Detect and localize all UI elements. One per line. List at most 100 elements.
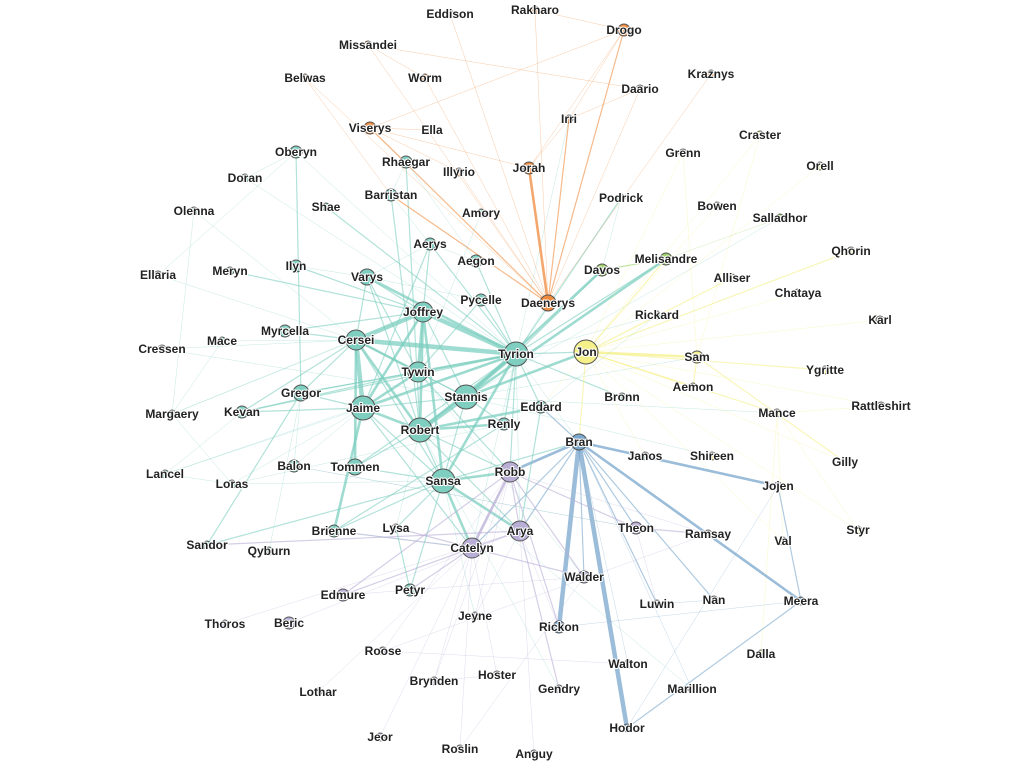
node-ellaria[interactable] bbox=[153, 270, 163, 280]
node-catelyn[interactable] bbox=[461, 537, 483, 559]
node-qhorin[interactable] bbox=[846, 246, 856, 256]
node-jon[interactable] bbox=[573, 339, 599, 365]
node-cersei[interactable] bbox=[345, 329, 367, 351]
node-belwas[interactable] bbox=[300, 73, 310, 83]
node-worm[interactable] bbox=[420, 73, 430, 83]
node-meera[interactable] bbox=[796, 596, 806, 606]
node-cressen[interactable] bbox=[157, 344, 167, 354]
node-jeor[interactable] bbox=[375, 732, 385, 742]
node-joffrey[interactable] bbox=[412, 301, 434, 323]
node-lysa[interactable] bbox=[391, 523, 401, 533]
node-jeyne[interactable] bbox=[470, 611, 480, 621]
node-styr[interactable] bbox=[853, 525, 863, 535]
node-ygritte[interactable] bbox=[820, 365, 830, 375]
node-brienne[interactable] bbox=[327, 524, 341, 538]
node-melisandre[interactable] bbox=[659, 252, 673, 266]
node-chataya[interactable] bbox=[793, 288, 803, 298]
node-loras[interactable] bbox=[227, 479, 237, 489]
node-marillion[interactable] bbox=[687, 684, 697, 694]
node-orell[interactable] bbox=[815, 161, 825, 171]
node-rakharo[interactable] bbox=[530, 5, 540, 15]
node-edmure[interactable] bbox=[336, 588, 350, 602]
node-ilyn[interactable] bbox=[289, 259, 303, 273]
node-hoster[interactable] bbox=[492, 670, 502, 680]
node-oberyn[interactable] bbox=[289, 145, 303, 159]
node-myrcella[interactable] bbox=[278, 324, 292, 338]
node-aegon[interactable] bbox=[469, 254, 483, 268]
node-davos[interactable] bbox=[595, 263, 609, 277]
node-bran[interactable] bbox=[570, 433, 588, 451]
node-daenerys[interactable] bbox=[539, 294, 557, 312]
node-karl[interactable] bbox=[875, 315, 885, 325]
node-tyrion[interactable] bbox=[503, 341, 529, 367]
node-kraznys[interactable] bbox=[706, 69, 716, 79]
node-beric[interactable] bbox=[282, 616, 296, 630]
node-walder[interactable] bbox=[577, 570, 591, 584]
node-jojen[interactable] bbox=[773, 481, 783, 491]
node-meryn[interactable] bbox=[225, 266, 235, 276]
node-rickard[interactable] bbox=[652, 310, 662, 320]
node-walton[interactable] bbox=[623, 659, 633, 669]
node-olenna[interactable] bbox=[189, 206, 199, 216]
node-jaime[interactable] bbox=[350, 395, 376, 421]
node-janos[interactable] bbox=[640, 451, 650, 461]
node-aemon[interactable] bbox=[688, 382, 698, 392]
node-barristan[interactable] bbox=[384, 188, 398, 202]
node-missandei[interactable] bbox=[363, 40, 373, 50]
node-margaery[interactable] bbox=[167, 409, 177, 419]
node-tommen[interactable] bbox=[346, 458, 364, 476]
node-thoros[interactable] bbox=[220, 619, 230, 629]
node-eddison[interactable] bbox=[445, 9, 455, 19]
node-amory[interactable] bbox=[476, 208, 486, 218]
node-mace[interactable] bbox=[217, 336, 227, 346]
node-ramsay[interactable] bbox=[703, 529, 713, 539]
node-shireen[interactable] bbox=[707, 451, 717, 461]
node-luwin[interactable] bbox=[652, 599, 662, 609]
node-gendry[interactable] bbox=[554, 684, 564, 694]
node-bowen[interactable] bbox=[712, 201, 722, 211]
node-sam[interactable] bbox=[690, 350, 704, 364]
node-sansa[interactable] bbox=[430, 468, 456, 494]
node-theon[interactable] bbox=[629, 521, 643, 535]
node-qyburn[interactable] bbox=[264, 546, 274, 556]
node-renly[interactable] bbox=[497, 417, 511, 431]
node-bronn[interactable] bbox=[617, 392, 627, 402]
node-lancel[interactable] bbox=[160, 469, 170, 479]
node-roslin[interactable] bbox=[455, 744, 465, 754]
node-sandor[interactable] bbox=[202, 540, 212, 550]
node-brynden[interactable] bbox=[429, 676, 439, 686]
node-anguy[interactable] bbox=[529, 749, 539, 759]
node-roose[interactable] bbox=[378, 646, 388, 656]
node-rhaegar[interactable] bbox=[399, 155, 413, 169]
node-shae[interactable] bbox=[321, 202, 331, 212]
node-ella[interactable] bbox=[427, 125, 437, 135]
node-nan[interactable] bbox=[709, 595, 719, 605]
node-viserys[interactable] bbox=[363, 121, 377, 135]
node-petyr[interactable] bbox=[403, 583, 417, 597]
node-irri[interactable] bbox=[564, 114, 574, 124]
node-pycelle[interactable] bbox=[474, 293, 488, 307]
node-lothar[interactable] bbox=[313, 687, 323, 697]
node-alliser[interactable] bbox=[727, 273, 737, 283]
node-jorah[interactable] bbox=[522, 161, 536, 175]
node-val[interactable] bbox=[778, 536, 788, 546]
node-balon[interactable] bbox=[287, 459, 301, 473]
node-varys[interactable] bbox=[358, 268, 376, 286]
node-dalla[interactable] bbox=[756, 649, 766, 659]
node-illyrio[interactable] bbox=[454, 167, 464, 177]
node-daario[interactable] bbox=[635, 84, 645, 94]
node-mance[interactable] bbox=[772, 408, 782, 418]
node-rattleshirt[interactable] bbox=[876, 401, 886, 411]
node-kevan[interactable] bbox=[235, 405, 249, 419]
node-robb[interactable] bbox=[499, 461, 521, 483]
node-craster[interactable] bbox=[755, 130, 765, 140]
node-gregor[interactable] bbox=[292, 384, 310, 402]
node-robert[interactable] bbox=[407, 417, 433, 443]
node-drogo[interactable] bbox=[617, 23, 631, 37]
node-rickon[interactable] bbox=[552, 620, 566, 634]
node-tywin[interactable] bbox=[407, 361, 429, 383]
node-stannis[interactable] bbox=[453, 384, 479, 410]
node-aerys[interactable] bbox=[423, 237, 437, 251]
node-hodor[interactable] bbox=[622, 723, 632, 733]
node-arya[interactable] bbox=[509, 520, 531, 542]
